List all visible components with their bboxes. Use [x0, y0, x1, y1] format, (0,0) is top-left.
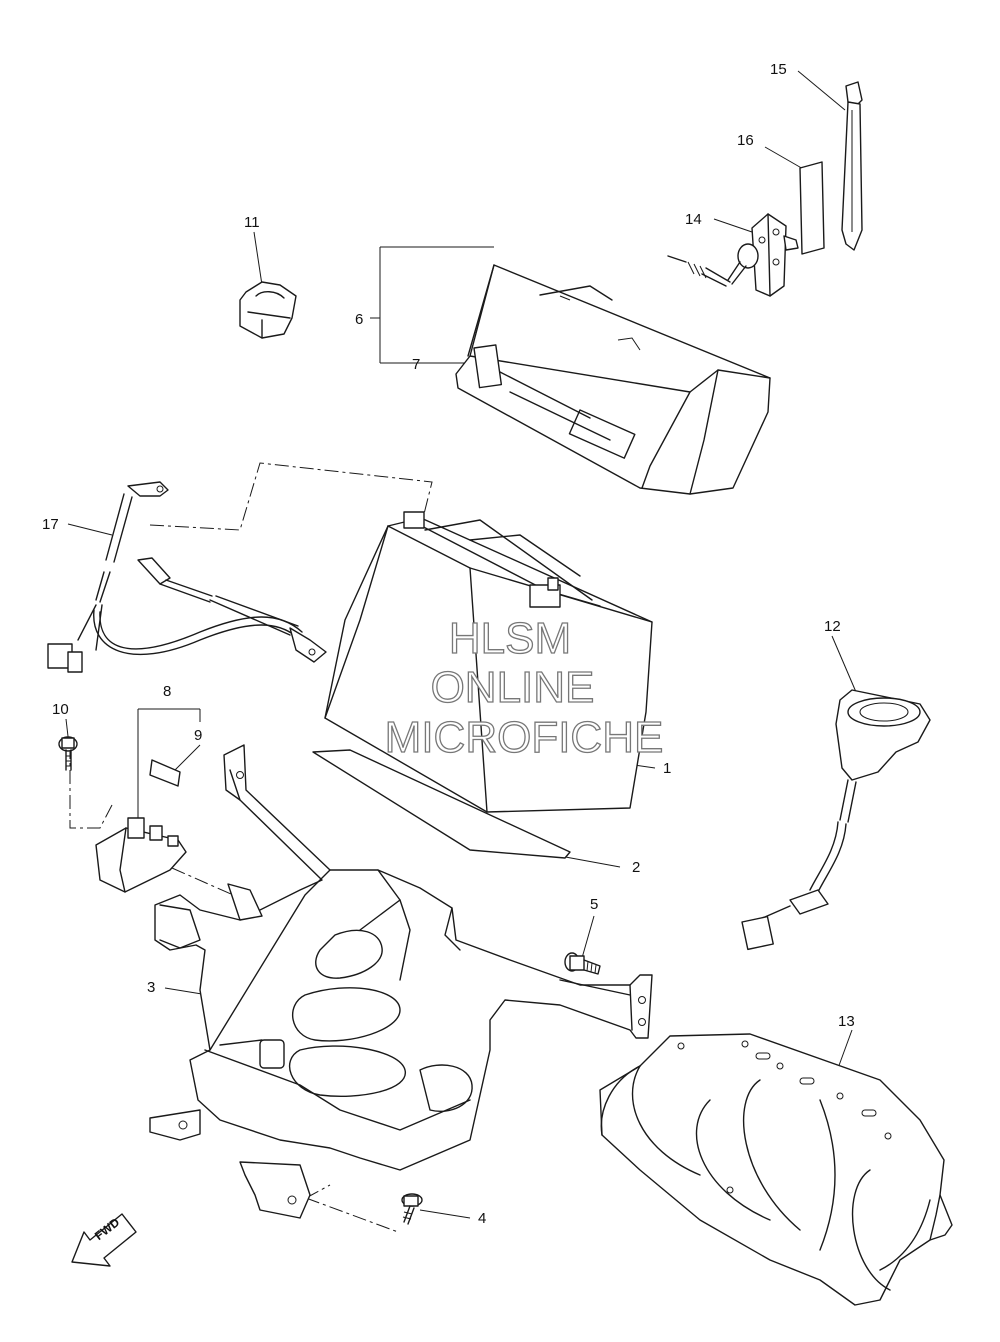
bolt-right [564, 952, 601, 975]
callout-5: 5 [590, 896, 599, 913]
callout-17: 17 [42, 516, 59, 533]
callout-15: 15 [770, 61, 787, 78]
battery [324, 511, 653, 813]
cable-tie [841, 81, 863, 251]
callout-8: 8 [163, 683, 172, 700]
fuse-box [95, 759, 187, 893]
watermark-line-2: ONLINE [430, 663, 595, 712]
callout-11: 11 [244, 214, 260, 231]
lead-wire [47, 481, 327, 673]
callout-12: 12 [824, 618, 841, 635]
callout-1: 1 [663, 760, 672, 777]
clamp [239, 281, 297, 339]
callout-2: 2 [632, 859, 641, 876]
battery-pad [312, 749, 571, 859]
power-socket [741, 689, 931, 951]
callout-9: 9 [194, 727, 203, 744]
callout-16: 16 [737, 132, 754, 149]
battery-bracket [149, 744, 653, 1219]
callout-14: 14 [685, 211, 702, 228]
callout-7: 7 [412, 356, 421, 373]
bolt-lower [401, 1193, 423, 1225]
fwd-arrow [71, 1213, 137, 1267]
sensor-switch [667, 213, 799, 297]
callout-4: 4 [478, 1210, 487, 1227]
battery-cover [455, 264, 771, 495]
callout-6: 6 [355, 311, 364, 328]
watermark-line-3: MICROFICHE [384, 713, 664, 762]
leader-lines [65, 70, 857, 1219]
heat-protector [599, 1033, 953, 1306]
watermark-line-1: HLSM [448, 614, 572, 663]
callout-13: 13 [838, 1013, 855, 1030]
pad-tape [799, 161, 825, 255]
screw-fuse [58, 736, 78, 771]
callout-3: 3 [147, 979, 156, 996]
callout-10: 10 [52, 701, 69, 718]
